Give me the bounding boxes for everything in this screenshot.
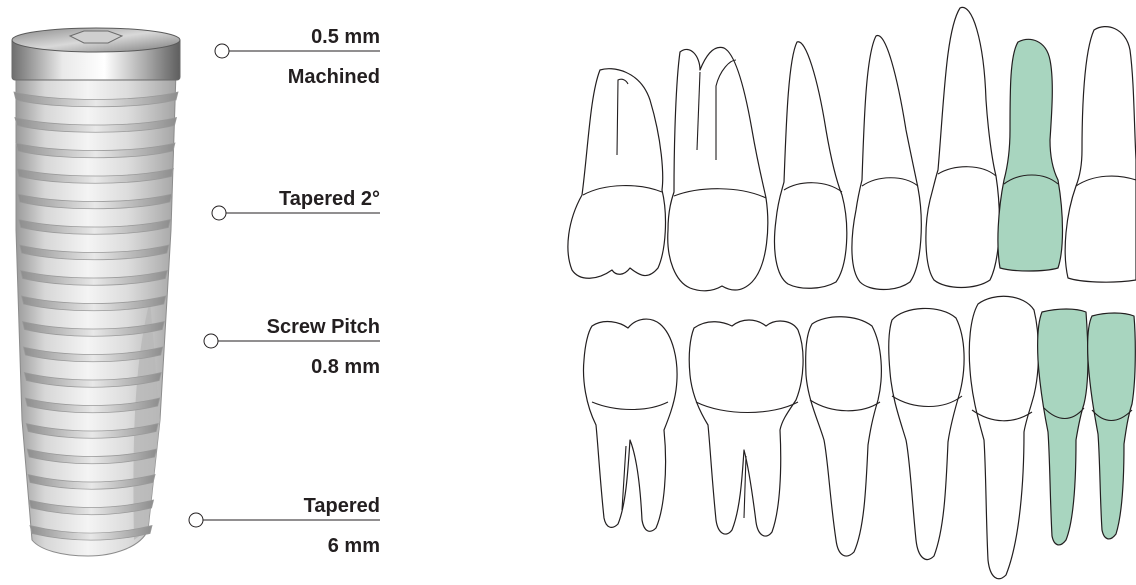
callout-apex-line-1: Tapered (304, 495, 380, 517)
callout-collar-line-1: 0.5 mm (311, 26, 380, 48)
lower-tooth-4 (889, 308, 964, 559)
upper-tooth-1 (568, 69, 666, 279)
callout-marker (212, 206, 226, 220)
callout-collar: 0.5 mm Machined (215, 26, 380, 88)
callout-pitch: Screw Pitch 0.8 mm (204, 316, 380, 378)
callout-taper: Tapered 2° (212, 188, 380, 220)
callout-marker (215, 44, 229, 58)
lower-tooth-7 (1088, 313, 1136, 539)
callout-pitch-line-2: 0.8 mm (311, 356, 380, 378)
upper-tooth-3 (775, 42, 847, 289)
lower-tooth-2 (689, 320, 803, 536)
callout-pitch-line-1: Screw Pitch (267, 316, 380, 338)
callout-collar-line-2: Machined (288, 66, 380, 88)
lower-arch (584, 296, 1136, 578)
upper-tooth-6-fill (998, 39, 1063, 271)
callout-apex-line-2: 6 mm (328, 535, 380, 557)
lower-tooth-6 (1038, 309, 1088, 545)
callout-marker (189, 513, 203, 527)
callout-marker (204, 334, 218, 348)
lower-tooth-1 (584, 319, 678, 531)
lower-tooth-6-fill (1038, 309, 1088, 545)
upper-tooth-5 (926, 7, 999, 287)
lower-tooth-7-fill (1088, 313, 1136, 539)
lower-tooth-3 (806, 317, 882, 556)
upper-arch (568, 7, 1136, 290)
lower-tooth-5 (969, 296, 1038, 578)
upper-tooth-2 (668, 47, 768, 290)
upper-tooth-6 (998, 39, 1063, 271)
callout-apex: Tapered 6 mm (189, 495, 380, 557)
upper-tooth-4 (852, 36, 921, 290)
upper-tooth-7 (1065, 27, 1136, 283)
callout-taper-line-1: Tapered 2° (279, 188, 380, 210)
dental-implant (12, 28, 180, 556)
teeth-chart (568, 7, 1136, 578)
